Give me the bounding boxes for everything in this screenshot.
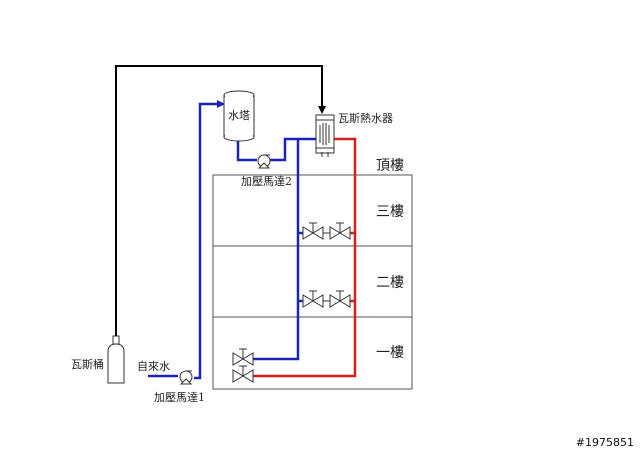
hot-water-lines xyxy=(253,137,357,378)
floor-3-label: 三樓 xyxy=(376,204,404,220)
gas-cylinder-label: 瓦斯桶 xyxy=(71,357,104,371)
water-tower xyxy=(223,90,255,142)
booster-pump-2[interactable] xyxy=(257,154,271,169)
hot-main-down xyxy=(253,137,357,378)
gas-cylinder xyxy=(107,335,125,384)
riser-to-water-tower xyxy=(194,100,225,380)
valve-2f-hot[interactable] xyxy=(329,290,351,308)
valve-1f-cold[interactable] xyxy=(232,348,254,366)
tower-outlet xyxy=(236,136,257,162)
valve-2f-cold[interactable] xyxy=(302,290,324,308)
gas-heater-label: 瓦斯熱水器 xyxy=(338,112,393,125)
valve-3f-hot[interactable] xyxy=(329,222,351,240)
tap-water-label: 自來水 xyxy=(137,360,170,373)
roof-label: 頂樓 xyxy=(376,158,404,174)
watermark: #1975851 xyxy=(576,436,634,449)
building xyxy=(212,174,413,390)
floor-1-label: 一樓 xyxy=(376,345,404,361)
valve-3f-cold[interactable] xyxy=(302,222,324,240)
valve-1f-hot[interactable] xyxy=(232,365,254,383)
building-outline xyxy=(212,174,413,390)
gas-heater xyxy=(315,114,335,157)
water-tower-label: 水塔 xyxy=(228,109,250,122)
booster-pump-2-label: 加壓馬達2 xyxy=(241,175,292,188)
booster-pump-1[interactable] xyxy=(179,370,193,385)
cold-water-lines xyxy=(148,100,317,380)
booster-pump-1-label: 加壓馬達1 xyxy=(154,391,205,404)
gas-line xyxy=(115,65,326,336)
floor-2-label: 二樓 xyxy=(376,275,404,291)
pump2-outlet xyxy=(270,137,317,162)
cold-main-down xyxy=(253,139,300,361)
